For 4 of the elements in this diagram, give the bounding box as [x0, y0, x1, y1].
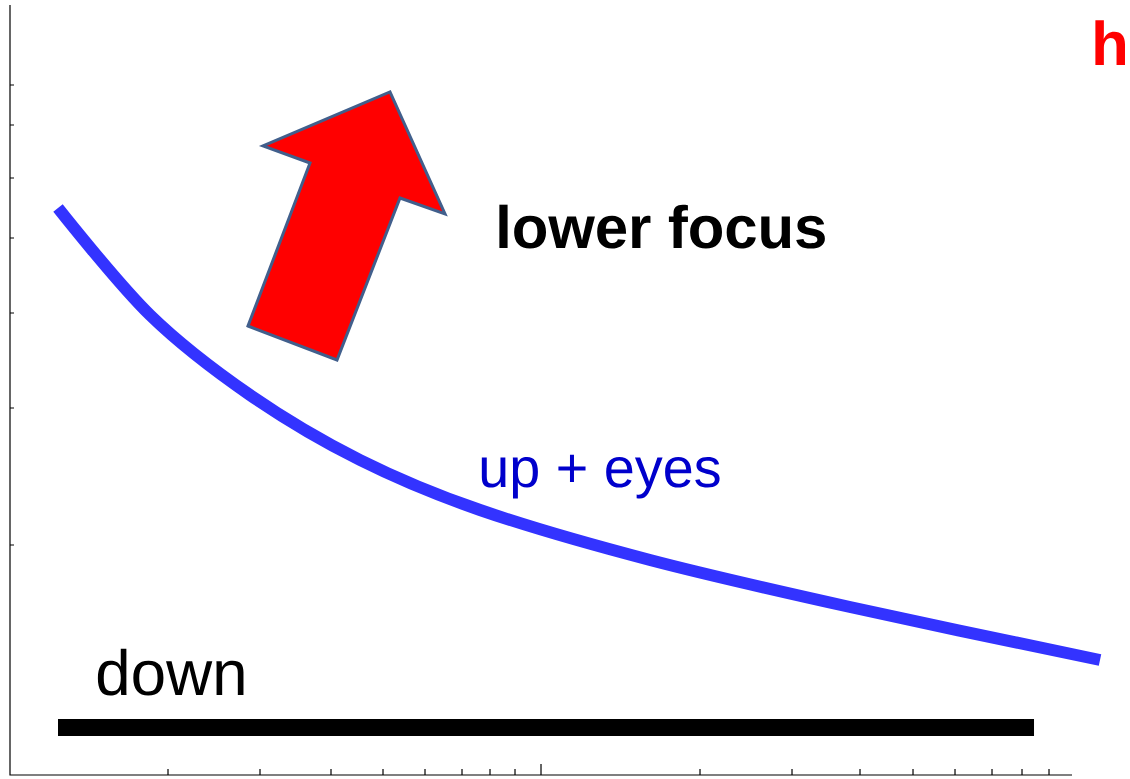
text-label: down — [97, 648, 244, 696]
text-label: h — [1095, 20, 1125, 65]
text-label: lower focus — [499, 204, 825, 249]
text-label: up + eyes — [481, 454, 720, 499]
